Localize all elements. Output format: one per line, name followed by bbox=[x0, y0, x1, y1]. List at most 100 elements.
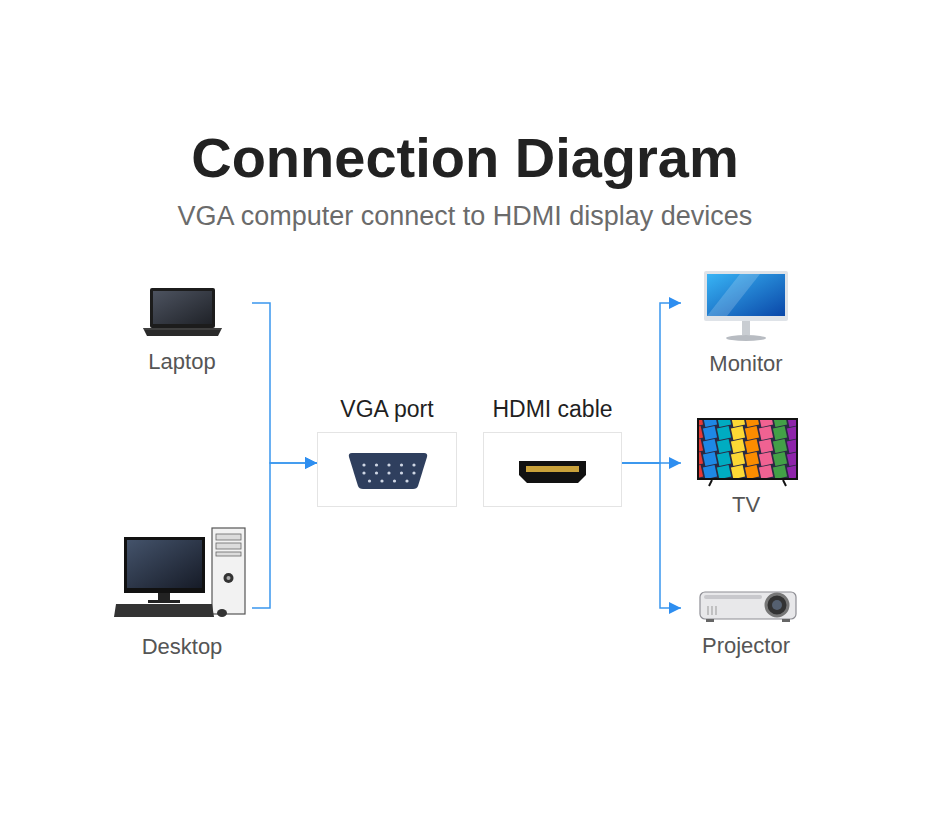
tv-icon bbox=[745, 439, 759, 453]
vga-port-icon bbox=[349, 453, 427, 489]
tv-icon bbox=[699, 420, 796, 478]
tv-icon bbox=[717, 420, 731, 427]
desktop-icon bbox=[124, 537, 205, 593]
vga-port-icon bbox=[400, 471, 403, 474]
connector bbox=[252, 463, 317, 608]
tv-icon bbox=[703, 465, 717, 478]
vga-port-icon bbox=[362, 471, 365, 474]
port-box: HDMI cable bbox=[483, 432, 622, 507]
vga-port-icon bbox=[387, 463, 390, 466]
connector bbox=[252, 303, 317, 463]
tv-icon bbox=[787, 426, 796, 440]
projector-icon bbox=[708, 606, 709, 615]
hdmi-port-icon bbox=[526, 466, 579, 472]
vga-port-icon bbox=[412, 471, 415, 474]
tv-icon bbox=[745, 420, 759, 427]
vga-port-icon bbox=[362, 463, 365, 466]
tv-icon bbox=[699, 426, 703, 440]
tv-icon bbox=[773, 420, 787, 427]
tv-icon bbox=[759, 420, 773, 427]
hdmi-port-icon bbox=[519, 461, 586, 483]
tv-icon bbox=[699, 452, 703, 466]
tv-icon bbox=[703, 478, 717, 479]
tv-icon bbox=[697, 418, 798, 480]
tv-icon bbox=[731, 426, 745, 440]
desktop-icon bbox=[148, 600, 180, 603]
tv-icon bbox=[783, 480, 786, 486]
desktop-icon bbox=[224, 573, 234, 583]
tv-icon bbox=[773, 452, 787, 466]
port-box: VGA port bbox=[317, 432, 457, 507]
projector-icon bbox=[782, 619, 790, 622]
desktop-icon bbox=[114, 604, 214, 617]
monitor-icon bbox=[742, 321, 750, 335]
tv-icon bbox=[699, 478, 703, 479]
desktop-icon bbox=[158, 593, 170, 601]
device-node: TV bbox=[681, 410, 811, 518]
tv-icon bbox=[773, 426, 787, 440]
laptop-icon bbox=[144, 329, 221, 330]
device-label: Desktop bbox=[142, 634, 223, 660]
tv-icon bbox=[699, 465, 703, 478]
desktop-icon bbox=[216, 534, 241, 540]
vga-port-icon bbox=[380, 479, 383, 482]
tv-icon bbox=[759, 465, 773, 478]
device-label: Laptop bbox=[148, 349, 215, 375]
box-heading: VGA port bbox=[340, 395, 433, 423]
desktop-icon bbox=[216, 543, 241, 549]
monitor-icon bbox=[704, 271, 788, 341]
monitor-icon bbox=[704, 271, 788, 321]
hdmi-port-icon bbox=[519, 461, 586, 483]
desktop-icon bbox=[217, 609, 227, 617]
tv-icon bbox=[731, 465, 745, 478]
tv-icon bbox=[787, 420, 796, 427]
device-node: Desktop bbox=[112, 520, 252, 660]
desktop-icon bbox=[212, 528, 245, 614]
projector-icon bbox=[700, 592, 796, 619]
connector bbox=[622, 303, 681, 463]
tv-icon bbox=[703, 439, 717, 453]
tv-icon bbox=[759, 452, 773, 466]
laptop-icon bbox=[150, 288, 215, 328]
device-node: Projector bbox=[681, 580, 811, 659]
desktop-icon bbox=[216, 552, 241, 556]
tv-icon bbox=[731, 478, 745, 479]
box-heading: HDMI cable bbox=[492, 395, 612, 423]
tv-icon bbox=[773, 465, 787, 478]
tv-icon bbox=[787, 478, 796, 479]
device-label: Monitor bbox=[709, 351, 782, 377]
projector-icon bbox=[766, 594, 788, 616]
device-node: Laptop bbox=[112, 280, 252, 375]
vga-port-icon bbox=[387, 471, 390, 474]
page-title: Connection Diagram bbox=[0, 118, 930, 198]
page-caption: VGA computer connect to HDMI display dev… bbox=[0, 198, 930, 234]
tv-icon bbox=[759, 478, 773, 479]
tv-icon bbox=[703, 420, 717, 427]
tv-icon bbox=[703, 452, 717, 466]
tv-icon bbox=[699, 439, 703, 453]
tv-icon bbox=[731, 452, 745, 466]
tv-icon bbox=[787, 439, 796, 453]
tv-icon bbox=[787, 452, 796, 466]
vga-port-icon bbox=[400, 463, 403, 466]
tv-icon bbox=[745, 452, 759, 466]
vga-port-icon bbox=[375, 463, 378, 466]
desktop-icon bbox=[227, 576, 231, 580]
tv-icon bbox=[745, 478, 759, 479]
monitor-icon bbox=[726, 335, 766, 341]
tv-icon bbox=[717, 465, 731, 478]
monitor-icon bbox=[707, 274, 760, 316]
projector-icon bbox=[706, 619, 714, 622]
tv-icon bbox=[745, 426, 759, 440]
device-label: TV bbox=[732, 492, 760, 518]
vga-port-icon bbox=[375, 471, 378, 474]
monitor-icon bbox=[707, 274, 785, 316]
tv-icon bbox=[699, 420, 703, 427]
projector-icon bbox=[704, 595, 762, 599]
tv-icon bbox=[787, 465, 796, 478]
desktop-icon bbox=[114, 528, 245, 617]
vga-port-icon bbox=[412, 463, 415, 466]
